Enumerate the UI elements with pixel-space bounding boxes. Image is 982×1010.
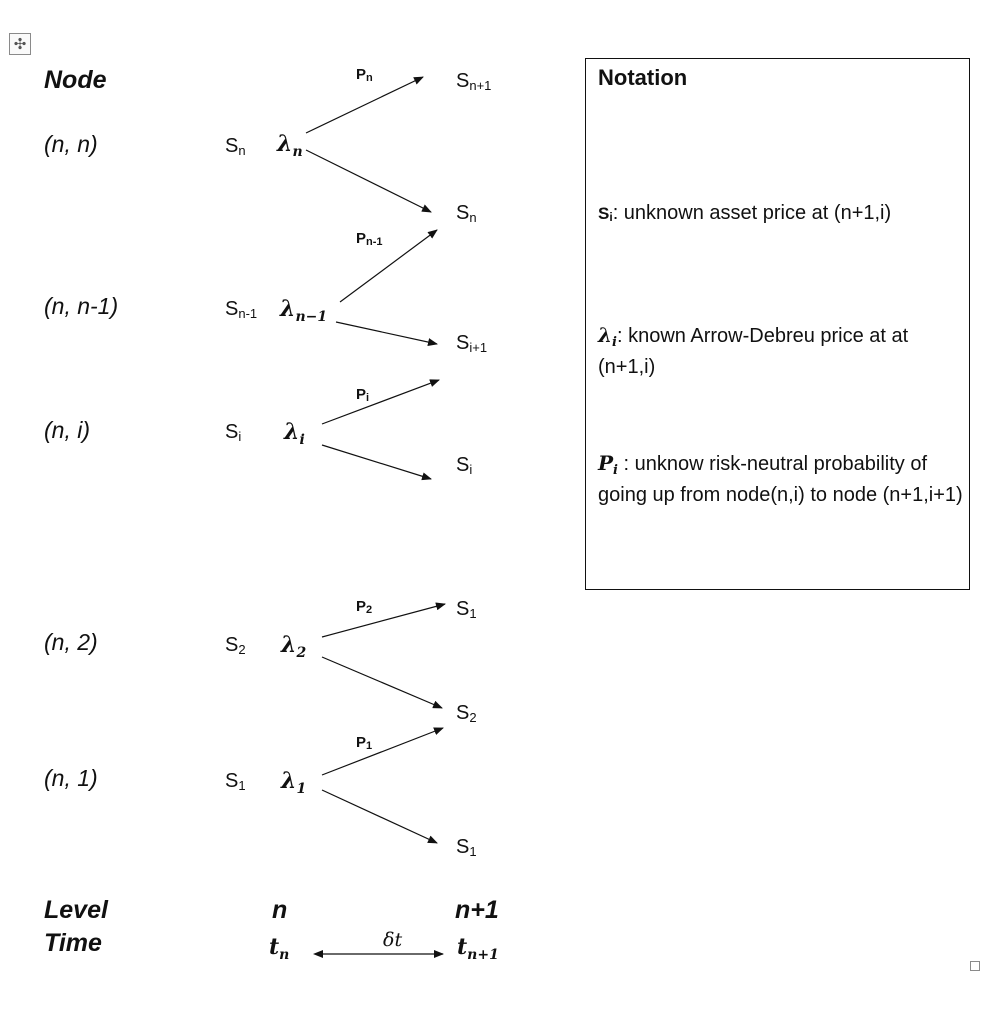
node-label-n-2: (n, 2) xyxy=(44,629,98,655)
arrow-debreu-lambda-i: λi xyxy=(284,419,305,448)
next-node-price-n: Sn xyxy=(456,202,477,225)
node-label-n-n: (n, n) xyxy=(44,131,98,157)
arrow-up-from-n-i xyxy=(321,379,440,425)
arrow-down-from-n-2 xyxy=(321,656,443,709)
delta-t-label: δt xyxy=(383,929,403,951)
arrow-down-from-n-1 xyxy=(321,789,438,844)
arrow-debreu-lambda-2: λ2 xyxy=(281,632,307,661)
arrow-debreu-lambda-n-1: λn−1 xyxy=(280,296,328,325)
notation-entry-asset-price: Si: unknown asset price at (n+1,i) xyxy=(598,202,892,224)
time-t-n-plus-1: tn+1 xyxy=(457,934,499,963)
time-t-n: tn xyxy=(269,934,290,963)
node-price-n: Sn xyxy=(225,135,246,158)
arrow-debreu-lambda-n: λn xyxy=(277,131,303,160)
resize-handle[interactable] xyxy=(970,961,980,971)
next-node-price-i: Si xyxy=(456,454,473,477)
move-handle-icon[interactable]: ✣ xyxy=(9,33,31,55)
probability-label-2: P2 xyxy=(356,598,373,616)
arrow-up-from-n-n xyxy=(305,76,424,134)
arrow-up-from-n-1 xyxy=(321,727,444,776)
notation-symbol-s: Si xyxy=(598,204,613,224)
probability-label-n-1: Pn-1 xyxy=(356,230,383,248)
move-icon: ✣ xyxy=(13,35,27,53)
node-column-header: Node xyxy=(44,66,107,94)
arrow-down-from-n-n xyxy=(305,149,432,213)
notation-symbol-p: Pi xyxy=(598,451,618,478)
time-label: Time xyxy=(44,929,102,957)
next-node-price-1-lower: S1 xyxy=(456,836,477,859)
next-node-price-i-plus-1: Si+1 xyxy=(456,332,488,355)
probability-label-i: Pi xyxy=(356,386,370,404)
notation-entry-arrow-debreu: λi: known Arrow-Debreu price at at (n+1,… xyxy=(598,323,909,378)
notation-title: Notation xyxy=(598,65,688,90)
level-n: n xyxy=(272,896,288,924)
level-n-plus-1: n+1 xyxy=(455,896,499,924)
notation-symbol-lambda: λi xyxy=(598,323,617,350)
level-label: Level xyxy=(44,896,108,924)
probability-label-1: P1 xyxy=(356,734,373,752)
next-node-price-2: S2 xyxy=(456,702,477,725)
notation-box: Notation Si: unknown asset price at (n+1… xyxy=(585,58,970,590)
node-price-n-1: Sn-1 xyxy=(225,298,258,321)
node-price-1: S1 xyxy=(225,770,246,793)
arrow-debreu-lambda-1: λ1 xyxy=(281,768,307,797)
arrow-down-from-n-n-1 xyxy=(335,321,438,346)
arrow-up-from-n-2 xyxy=(321,602,446,638)
notation-entry-probability: Pi : unknow risk-neutral probability of … xyxy=(598,451,963,506)
node-label-n-1: (n, 1) xyxy=(44,765,98,791)
node-label-n-i: (n, i) xyxy=(44,417,90,443)
next-node-price-n-plus-1: Sn+1 xyxy=(456,70,492,93)
arrow-up-from-n-n-1 xyxy=(339,229,438,303)
node-price-i: Si xyxy=(225,421,242,444)
node-label-n-n-1: (n, n-1) xyxy=(44,293,119,319)
arrow-down-from-n-i xyxy=(321,444,432,481)
node-price-2: S2 xyxy=(225,634,246,657)
probability-label-n: Pn xyxy=(356,66,373,84)
next-node-price-1-upper: S1 xyxy=(456,598,477,621)
